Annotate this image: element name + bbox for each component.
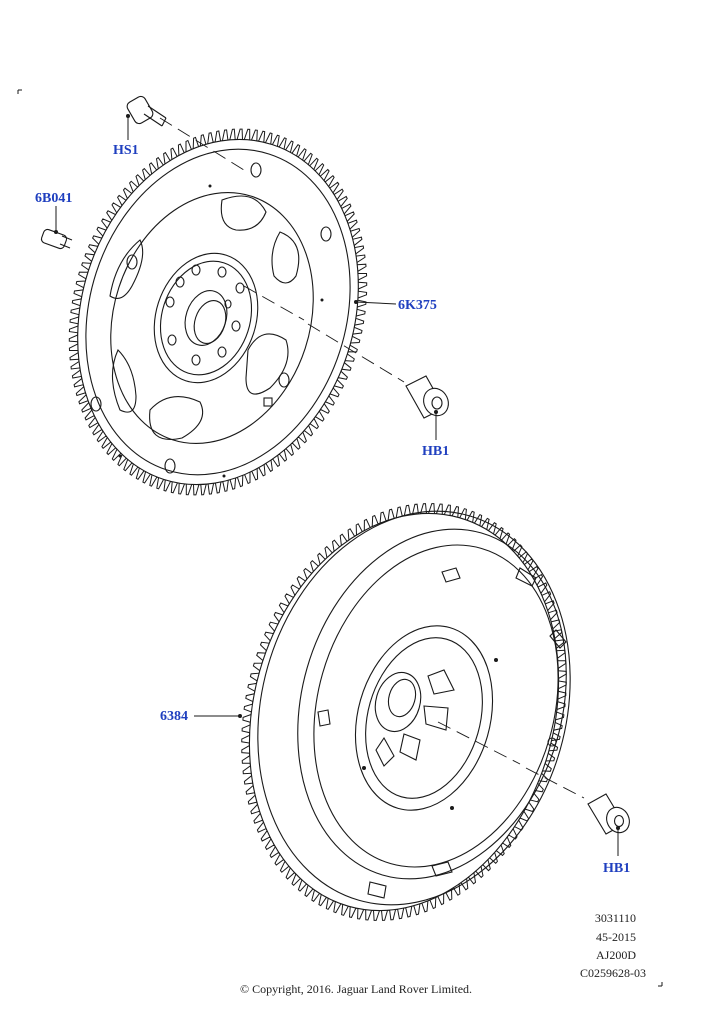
reference-line-3: AJ200D: [596, 948, 636, 962]
callout-hs1: HS1: [113, 143, 139, 158]
hb1-upper-bolt-icon: [405, 375, 449, 419]
callout-6b041: 6B041: [35, 191, 72, 206]
reference-line-4: C0259628-03: [580, 966, 646, 980]
callout-hb1-upper: HB1: [422, 444, 449, 459]
callout-6384: 6384: [160, 709, 188, 724]
flexplate-6k375: [68, 128, 368, 496]
flywheel-6384: [241, 503, 571, 921]
copyright-notice: © Copyright, 2016. Jaguar Land Rover Lim…: [240, 982, 472, 996]
callout-hb1-lower: HB1: [603, 861, 630, 876]
hb1-lower-bolt-icon: [587, 793, 630, 835]
reference-line-1: 3031110: [595, 911, 636, 925]
reference-block: 3031110 45-2015 AJ200D C0259628-03: [580, 911, 646, 980]
callout-6k375: 6K375: [398, 298, 437, 313]
hs1-flexplate-screw-icon: [126, 95, 167, 127]
reference-line-2: 45-2015: [596, 930, 636, 944]
